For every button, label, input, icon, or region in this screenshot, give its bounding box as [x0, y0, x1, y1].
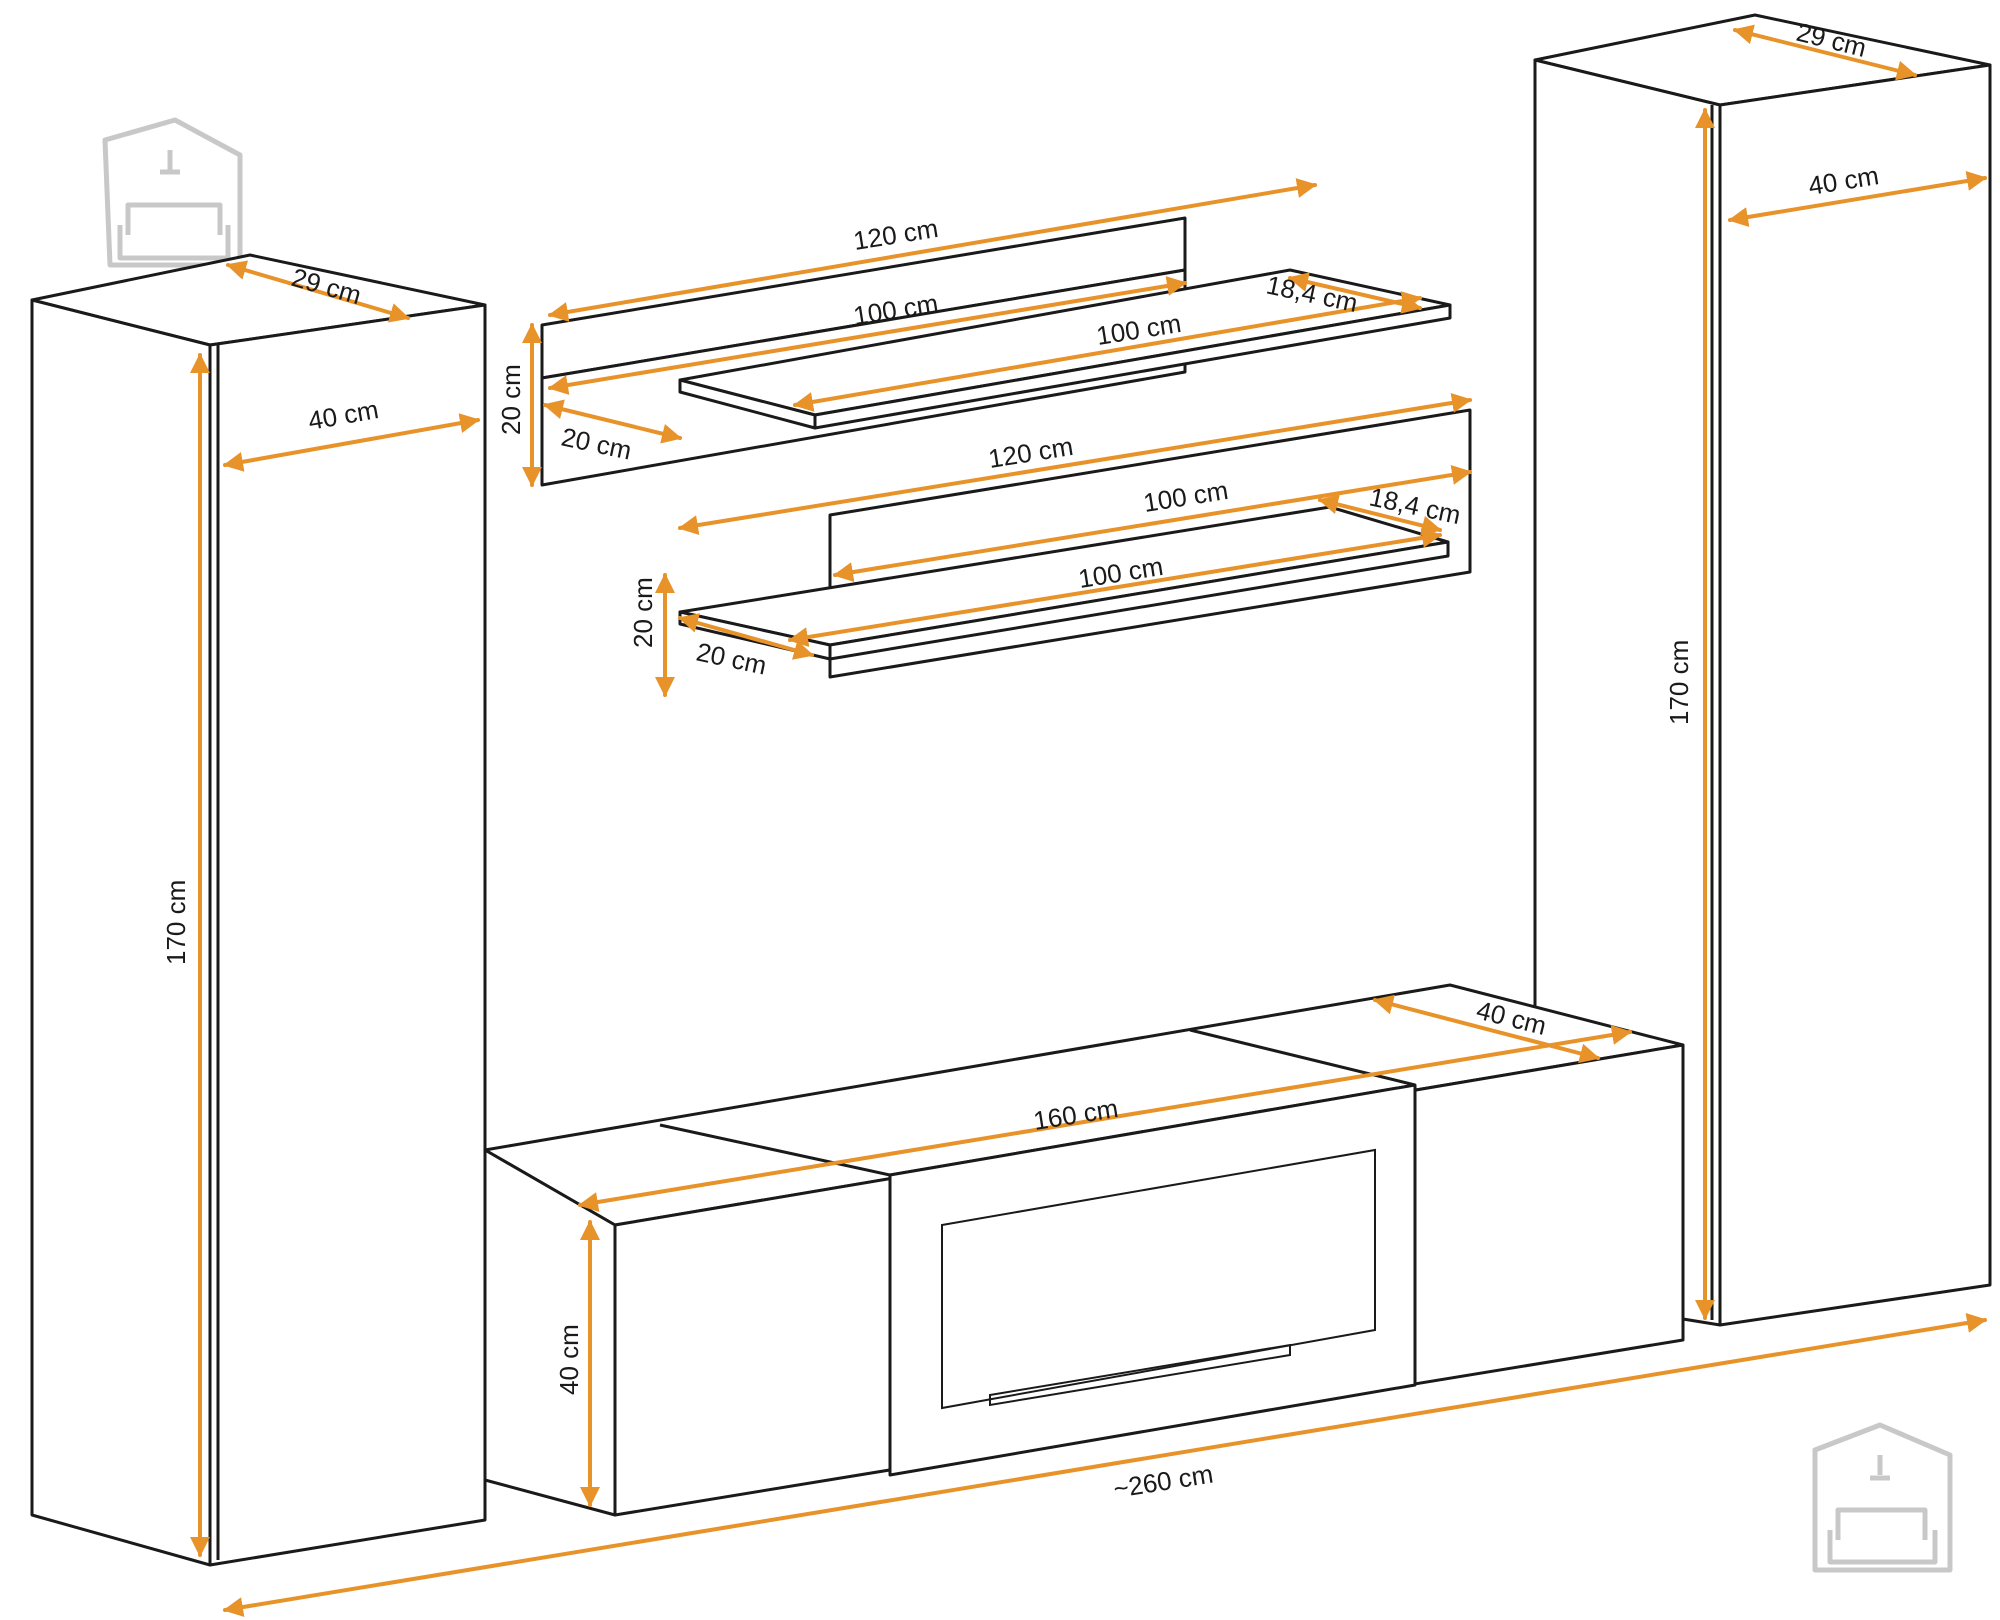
dimension-lines	[190, 24, 1987, 1617]
dim-line-tv-depth	[1373, 994, 1600, 1064]
watermark-logo-bottom-right	[1812, 1422, 1953, 1573]
dim-line-upper-shelf-depth	[1288, 272, 1422, 314]
dim-line-lower-shelf-width-2	[788, 527, 1442, 648]
dim-line-lower-panel-width	[678, 393, 1472, 535]
dim-line-right-depth	[1733, 24, 1917, 81]
dim-line-right-width	[1728, 171, 1987, 227]
left-tall-cabinet	[30, 253, 487, 1567]
label-right-height: 170 cm	[1664, 640, 1694, 725]
dim-line-upper-shelf-width-2	[793, 291, 1422, 412]
label-upper-panel-height: 20 cm	[496, 364, 526, 435]
dim-line-lower-panel-depth	[678, 613, 814, 660]
dimension-labels: 29 cm 40 cm 170 cm 29 cm 40 cm 170 cm 12…	[161, 17, 1881, 1504]
dim-line-upper-panel-depth	[543, 399, 682, 444]
dim-line-left-depth	[226, 260, 410, 323]
label-total-width: ~260 cm	[1111, 1459, 1215, 1504]
dim-line-total-width	[223, 1313, 1987, 1617]
dim-line-lower-shelf-depth	[1318, 494, 1442, 536]
label-lower-panel-height: 20 cm	[628, 577, 658, 648]
tv-unit	[483, 983, 1685, 1517]
label-left-height: 170 cm	[161, 880, 191, 965]
label-tv-height: 40 cm	[554, 1324, 584, 1395]
watermark-logo-top-left	[102, 117, 243, 268]
dim-line-left-width	[223, 413, 480, 472]
